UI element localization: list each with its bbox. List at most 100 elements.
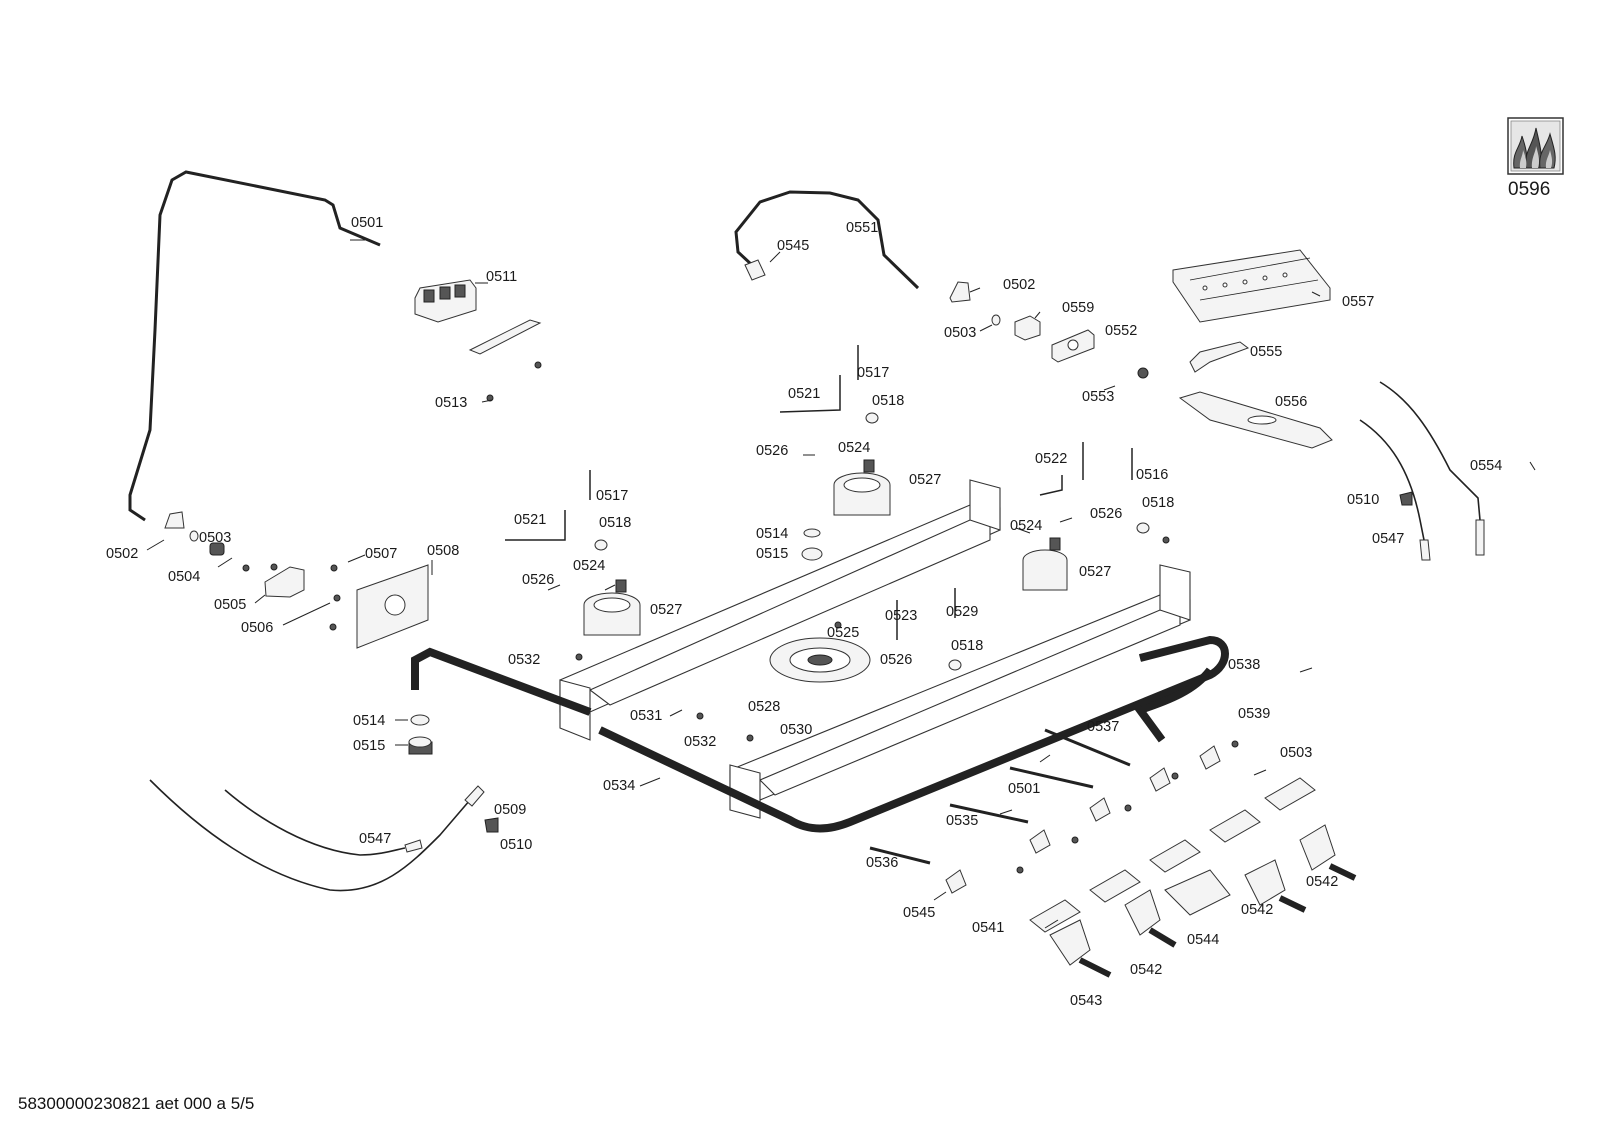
- callout: 0521: [514, 512, 546, 528]
- callout: 0542: [1241, 902, 1273, 918]
- callout: 0515: [756, 546, 788, 562]
- callout: 0528: [748, 699, 780, 715]
- callout: 0518: [1142, 495, 1174, 511]
- callout: 0537: [1087, 719, 1119, 735]
- callout: 0555: [1250, 344, 1282, 360]
- callout: 0532: [684, 734, 716, 750]
- callout: 0517: [596, 488, 628, 504]
- callout: 0547: [359, 831, 391, 847]
- callout: 0536: [866, 855, 898, 871]
- callout: 0530: [780, 722, 812, 738]
- callout: 0542: [1306, 874, 1338, 890]
- callout: 0509: [494, 802, 526, 818]
- callout: 0511: [486, 269, 517, 285]
- callout: 0503: [1280, 745, 1312, 761]
- callout: 0542: [1130, 962, 1162, 978]
- callout: 0524: [838, 440, 870, 456]
- callout: 0517: [857, 365, 889, 381]
- callout: 0545: [777, 238, 809, 254]
- callout: 0538: [1228, 657, 1260, 673]
- callout: 0501: [351, 215, 383, 231]
- callout: 0552: [1105, 323, 1137, 339]
- callout: 0559: [1062, 300, 1094, 316]
- burner-cup: [583, 592, 641, 636]
- burner-frame-right-rail: [729, 564, 1191, 819]
- screws: [575, 536, 1239, 874]
- callout: 0503: [199, 530, 231, 546]
- callout: 0547: [1372, 531, 1404, 547]
- badge-label: 0596: [1508, 179, 1550, 200]
- callout: 0524: [573, 558, 605, 574]
- callout: 0510: [1347, 492, 1379, 508]
- callout: 0526: [1090, 506, 1122, 522]
- callout: 0518: [599, 515, 631, 531]
- large-burner-base: [769, 637, 871, 683]
- callout: 0535: [946, 813, 978, 829]
- gas-flame-icon: [1507, 117, 1564, 175]
- callout: 0513: [435, 395, 467, 411]
- gas-pipe-frame: [411, 635, 1229, 833]
- ignition-switch: [414, 279, 542, 402]
- callout: 0557: [1342, 294, 1374, 310]
- callout: 0544: [1187, 932, 1219, 948]
- callout: 0503: [944, 325, 976, 341]
- callout: 0543: [1070, 993, 1102, 1009]
- callout: 0507: [365, 546, 397, 562]
- injector-nut-left: [408, 714, 433, 755]
- callout: 0518: [872, 393, 904, 409]
- callout: 0525: [827, 625, 859, 641]
- callout: 0505: [214, 597, 246, 613]
- callout: 0504: [168, 569, 200, 585]
- callout: 0526: [522, 572, 554, 588]
- valve-clips: [945, 745, 1316, 933]
- thermocouple-bracket-left: [164, 511, 429, 649]
- callout: 0529: [946, 604, 978, 620]
- gas-valve-fittings-top: [949, 281, 1149, 379]
- callout: 0506: [241, 620, 273, 636]
- gas-tube-left: [128, 170, 381, 522]
- callout: 0531: [630, 708, 662, 724]
- thermocouple-wire-right: [1379, 381, 1481, 521]
- callout: 0545: [903, 905, 935, 921]
- callout: 0508: [427, 543, 459, 559]
- callout: 0516: [1136, 467, 1168, 483]
- burner-frame-left-rail: [559, 479, 1001, 741]
- gas-valves: [1049, 824, 1357, 978]
- callout: 0527: [1079, 564, 1111, 580]
- callout: 0526: [880, 652, 912, 668]
- callout: 0524: [1010, 518, 1042, 534]
- callout: 0502: [106, 546, 138, 562]
- callout: 0553: [1082, 389, 1114, 405]
- callout: 0541: [972, 920, 1004, 936]
- callout: 0521: [788, 386, 820, 402]
- callout: 0556: [1275, 394, 1307, 410]
- callout: 0514: [353, 713, 385, 729]
- callout: 0522: [1035, 451, 1067, 467]
- burner-cup: [1022, 549, 1068, 591]
- callout: 0523: [885, 608, 917, 624]
- callout: 0514: [756, 526, 788, 542]
- burner-cup: [833, 472, 891, 516]
- thermocouple-wire-left: [149, 779, 471, 892]
- injector-pipes: [869, 728, 1131, 865]
- callout: 0526: [756, 443, 788, 459]
- callout: 0510: [500, 837, 532, 853]
- callout: 0532: [508, 652, 540, 668]
- callout: 0502: [1003, 277, 1035, 293]
- grill-burner-parts: [1172, 249, 1333, 449]
- part-callouts: 0501 0511 0513 0502 0503 0504 0505 0506 …: [106, 215, 1502, 1009]
- washers: [594, 412, 1150, 671]
- callout: 0501: [1008, 781, 1040, 797]
- document-reference: 58300000230821 aet 000 a 5/5: [18, 1094, 255, 1113]
- callout: 0527: [909, 472, 941, 488]
- callout: 0515: [353, 738, 385, 754]
- callout: 0551: [846, 220, 878, 236]
- callout: 0554: [1470, 458, 1502, 474]
- callout: 0518: [951, 638, 983, 654]
- callout: 0527: [650, 602, 682, 618]
- callout: 0539: [1238, 706, 1270, 722]
- callout: 0534: [603, 778, 635, 794]
- igniter-electrodes: [505, 345, 1133, 640]
- leader-lines: [146, 239, 1536, 929]
